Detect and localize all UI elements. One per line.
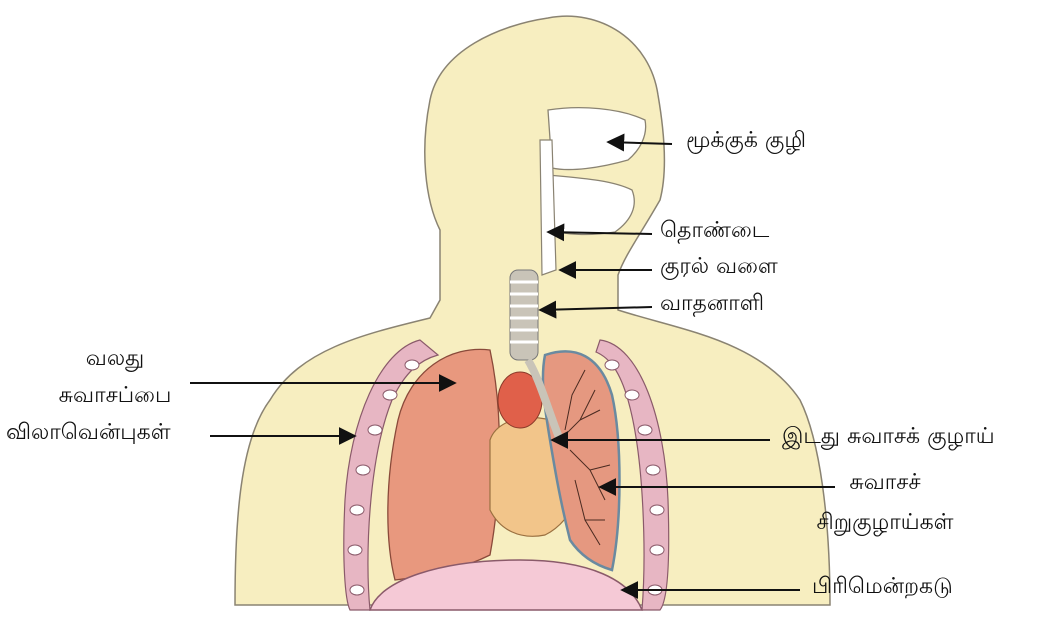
trachea-rings	[510, 270, 538, 360]
label-ribs: விலாவென்புகள்	[6, 420, 171, 446]
label-bronchioles-line2: சிறுகுழாய்கள்	[780, 510, 990, 536]
label-right-lung-line2: சுவாசப்பை	[30, 383, 200, 409]
label-larynx: குரல் வளை	[660, 254, 778, 280]
label-bronchioles-line1: சுவாசச்	[800, 470, 970, 496]
label-nasal-cavity: மூக்குக் குழி	[686, 128, 806, 154]
label-trachea: வாதனாளி	[660, 291, 764, 317]
label-left-bronchus: இடது சுவாசக் குழாய்	[782, 424, 995, 450]
label-diaphragm: பிரிமென்றகடு	[812, 574, 953, 600]
label-pharynx: தொண்டை	[660, 218, 769, 244]
label-right-lung-line1: வலது	[40, 346, 190, 372]
